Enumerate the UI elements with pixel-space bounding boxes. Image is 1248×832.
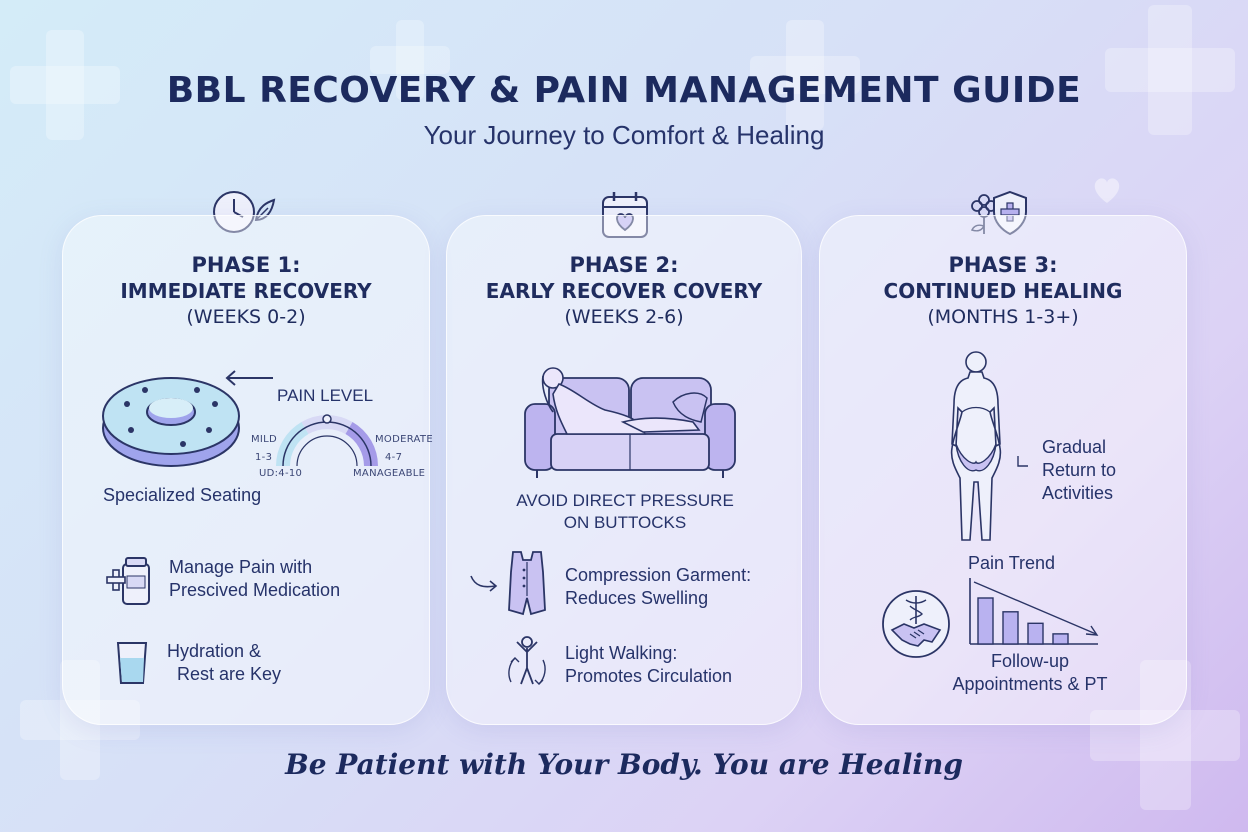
pain-trend-bar <box>1027 622 1044 645</box>
hydration-line-2: Rest are Key <box>177 664 282 684</box>
bracket-icon <box>1017 456 1028 467</box>
phase-2-heading: PHASE 2: EARLY RECOVER COVERY (WEEKS 2-6… <box>447 252 801 330</box>
hydration-text: Hydration & Rest are Key <box>167 640 281 686</box>
handshake-caduceus-icon <box>882 590 950 658</box>
follow-up-line-1: Follow-up <box>990 651 1070 671</box>
woman-on-sofa-icon <box>524 367 736 478</box>
medication-line-1: Manage Pain with <box>169 557 313 577</box>
phase-2-title: EARLY RECOVER COVERY <box>485 279 763 303</box>
avoid-pressure-line-2: ON BUTTOCKS <box>563 513 687 532</box>
compression-text: Compression Garment: Reduces Swelling <box>565 564 751 610</box>
heart-icon <box>1094 178 1120 203</box>
bg-cross-3 <box>1105 5 1235 135</box>
hydration-line-1: Hydration & <box>167 641 262 661</box>
phase-1-label: PHASE 1: <box>191 253 301 277</box>
walking-line-1: Light Walking: <box>565 643 678 663</box>
gradual-return-line-3: Activities <box>1042 483 1114 503</box>
phase-2-timeframe: (WEEKS 2-6) <box>564 306 684 328</box>
gradual-return-line-1: Gradual <box>1042 437 1107 457</box>
medication-bottle-icon <box>106 557 150 605</box>
follow-up-line-2: Appointments & PT <box>952 674 1108 694</box>
compression-line-1: Compression Garment: <box>565 565 752 585</box>
pain-trend-title: Pain Trend <box>968 553 1056 573</box>
bg-cross-1 <box>10 30 120 140</box>
bg-cross-6 <box>370 20 450 100</box>
pain-gauge <box>276 414 378 467</box>
phase-1-heading: PHASE 1: IMMEDIATE RECOVERY (WEEKS 0-2) <box>63 252 429 330</box>
flower-shield-icon <box>970 190 1027 236</box>
pain-mild-label: MILD <box>251 434 278 445</box>
walking-person-icon <box>508 636 546 685</box>
page-title: BBL RECOVERY & PAIN MANAGEMENT GUIDE <box>166 70 1082 111</box>
donut-cushion-icon <box>102 377 240 467</box>
footer-message: Be Patient with Your Body. You are Heali… <box>285 748 963 781</box>
bg-cross-2 <box>750 20 860 130</box>
phase-3-label: PHASE 3: <box>948 253 1058 277</box>
walking-text: Light Walking: Promotes Circulation <box>565 642 732 688</box>
phase-1-title: IMMEDIATE RECOVERY <box>120 279 372 303</box>
avoid-pressure-line-1: AVOID DIRECT PRESSURE <box>516 491 734 510</box>
pain-trend-bar <box>977 597 994 645</box>
gradual-return-line-2: Return to <box>1042 460 1117 480</box>
avoid-pressure-text: AVOID DIRECT PRESSURE ON BUTTOCKS <box>447 490 803 534</box>
pain-trend-chart <box>969 578 1099 645</box>
calendar-heart-icon <box>602 192 648 238</box>
left-arrow-icon <box>225 370 273 386</box>
compression-garment-icon <box>508 551 546 616</box>
phase-3-heading: PHASE 3: CONTINUED HEALING (MONTHS 1-3+) <box>820 252 1186 330</box>
specialized-seating-text: Specialized Seating <box>103 485 262 505</box>
phase-3-title: CONTINUED HEALING <box>883 279 1123 303</box>
water-glass-icon <box>116 642 148 684</box>
pain-mild-range: 1-3 <box>255 452 273 463</box>
right-arrow-icon <box>470 575 498 592</box>
medication-text: Manage Pain with Prescived Medication <box>169 556 340 602</box>
walking-line-2: Promotes Circulation <box>565 666 733 686</box>
pain-moderate-label: MODERATE <box>375 434 433 445</box>
gradual-return-text: Gradual Return to Activities <box>1042 436 1116 505</box>
page-subtitle: Your Journey to Comfort & Healing <box>423 120 825 150</box>
pain-manageable-label: MANAGEABLE <box>353 468 426 479</box>
pain-level-title: PAIN LEVEL <box>277 386 374 405</box>
body-silhouette-icon <box>950 351 1002 541</box>
phase-1-card: PHASE 1: IMMEDIATE RECOVERY (WEEKS 0-2) … <box>62 215 433 725</box>
phase-2-card: PHASE 2: EARLY RECOVER COVERY (WEEKS 2-6… <box>446 215 802 725</box>
phase-3-card: PHASE 3: CONTINUED HEALING (MONTHS 1-3+)… <box>819 215 1187 725</box>
clock-leaf-icon <box>213 191 276 233</box>
compression-line-2: Reduces Swelling <box>565 588 709 608</box>
pain-trend-bar <box>1052 633 1069 645</box>
medication-line-2: Prescived Medication <box>169 580 341 600</box>
phase-1-timeframe: (WEEKS 0-2) <box>186 306 306 328</box>
pain-scale-label: UD:4-10 <box>259 468 303 479</box>
phase-2-label: PHASE 2: <box>569 253 679 277</box>
pain-trend-bar <box>1002 611 1019 645</box>
follow-up-text: Follow-up Appointments & PT <box>940 650 1120 696</box>
phase-3-timeframe: (MONTHS 1-3+) <box>927 306 1079 328</box>
pain-moderate-range: 4-7 <box>385 452 403 463</box>
